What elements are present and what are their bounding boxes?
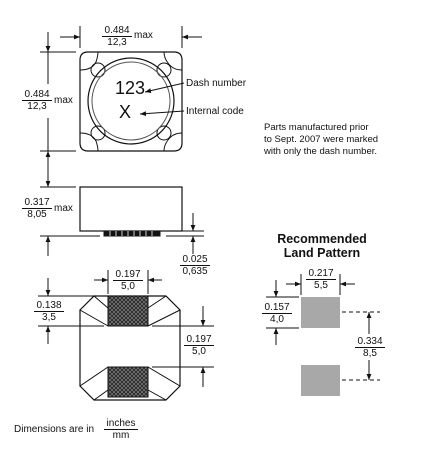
side-height-suffix: max bbox=[54, 203, 73, 214]
manufacturing-note-line3: with only the dash number. bbox=[264, 146, 378, 157]
land-pattern bbox=[301, 297, 340, 396]
side-height-label: 0.317 8,05 bbox=[22, 197, 52, 220]
dash-number-value: 123 bbox=[114, 78, 146, 98]
terminal-thickness-label: 0.025 0,635 bbox=[180, 254, 210, 277]
bottom-pad-bottom bbox=[107, 366, 149, 398]
pad-gap-label: 0.197 5,0 bbox=[184, 334, 214, 357]
side-view bbox=[79, 186, 183, 237]
pad-gap-dimension bbox=[152, 306, 214, 387]
land-width-label: 0.217 5,5 bbox=[306, 268, 336, 291]
pad-width-dimension bbox=[94, 270, 162, 294]
units-fraction: inches mm bbox=[104, 418, 138, 441]
top-height-label: 0.484 12,3 bbox=[22, 89, 52, 112]
land-span-label: 0.334 8,5 bbox=[355, 336, 385, 359]
top-view-outline bbox=[79, 51, 183, 152]
land-pattern-title-line2: Land Pattern bbox=[283, 246, 361, 260]
dash-number-leader bbox=[144, 82, 185, 93]
manufacturing-note-line1: Parts manufactured prior bbox=[264, 122, 369, 133]
terminal-thickness-dimension bbox=[166, 213, 204, 254]
land-pad-height-dimension bbox=[266, 280, 299, 345]
internal-code-label: Internal code bbox=[186, 106, 244, 117]
internal-code-value: X bbox=[118, 102, 131, 122]
bottom-pad-top bbox=[107, 295, 149, 327]
top-view-drum bbox=[87, 57, 175, 145]
top-view bbox=[79, 51, 183, 152]
land-span-dimension bbox=[342, 311, 380, 381]
side-height-dimension bbox=[40, 167, 100, 256]
land-pad-bottom bbox=[301, 365, 340, 396]
top-width-dimension bbox=[60, 26, 202, 48]
pad-length-label: 0.138 3,5 bbox=[34, 300, 64, 323]
top-width-suffix: max bbox=[134, 30, 153, 41]
units-note: Dimensions are in bbox=[14, 424, 95, 435]
top-width-label: 0.484 12,3 bbox=[102, 25, 132, 48]
top-height-suffix: max bbox=[54, 95, 73, 106]
land-pad-height-label: 0.157 4,0 bbox=[262, 302, 292, 325]
land-pad-top bbox=[301, 297, 340, 328]
dash-number-label: Dash number bbox=[186, 78, 247, 89]
pad-width-label: 0.197 5,0 bbox=[113, 269, 143, 292]
internal-code-leader bbox=[139, 110, 185, 116]
pad-length-dimension bbox=[38, 278, 104, 344]
land-width-dimension bbox=[286, 274, 355, 295]
land-pattern-title-line1: Recommended bbox=[277, 232, 367, 246]
manufacturing-note-line2: to Sept. 2007 were marked bbox=[264, 134, 379, 145]
bottom-view bbox=[79, 295, 181, 401]
